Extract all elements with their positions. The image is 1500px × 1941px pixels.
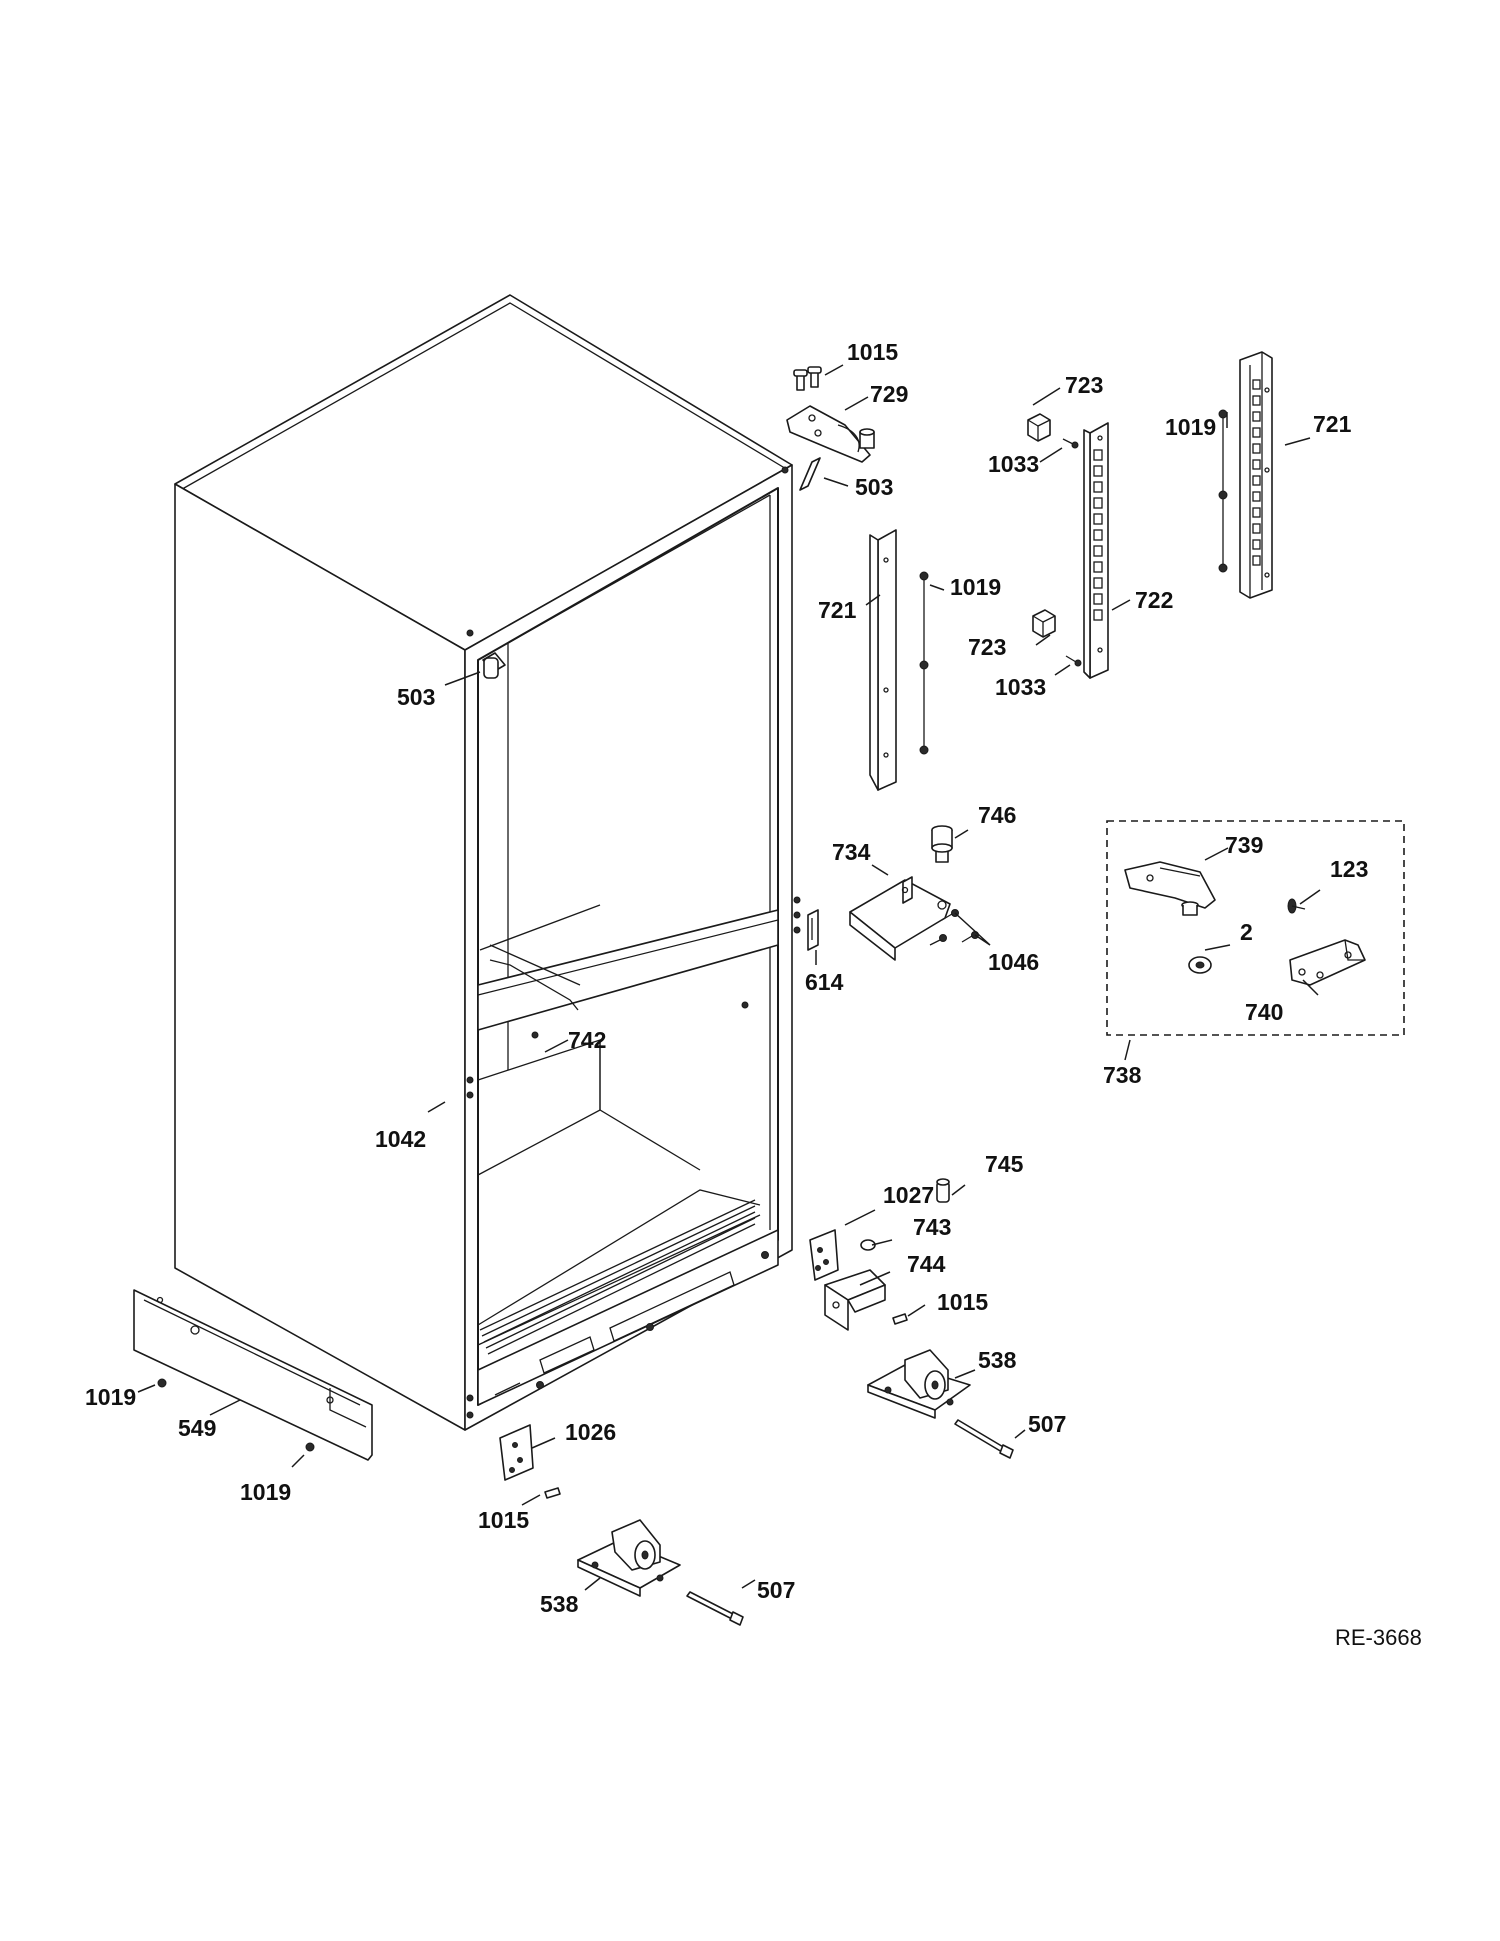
bracket-614 bbox=[807, 909, 819, 951]
bolt-507-right bbox=[954, 1419, 1014, 1459]
bracket-1026 bbox=[499, 1424, 534, 1481]
rail-722 bbox=[1083, 422, 1109, 679]
label-742: 742 bbox=[568, 1027, 606, 1053]
label-1015-mid: 1015 bbox=[937, 1289, 988, 1315]
roller-538-bottom bbox=[577, 1519, 681, 1597]
hinge-739 bbox=[1124, 861, 1216, 916]
center-hinge-734 bbox=[849, 876, 951, 961]
label-503-top: 503 bbox=[855, 474, 893, 500]
label-507-bottom: 507 bbox=[757, 1577, 795, 1603]
label-745: 745 bbox=[985, 1151, 1024, 1177]
label-722: 722 bbox=[1135, 587, 1173, 613]
label-1015-top: 1015 bbox=[847, 339, 898, 365]
label-740: 740 bbox=[1245, 999, 1283, 1025]
kit-738-box bbox=[1106, 820, 1405, 1036]
label-1019-mid: 1019 bbox=[950, 574, 1001, 600]
shelf-clip-723-mid bbox=[1032, 609, 1056, 638]
hinge-740 bbox=[1289, 939, 1366, 986]
rail-721-mid bbox=[869, 529, 929, 791]
label-1046: 1046 bbox=[988, 949, 1039, 975]
label-746: 746 bbox=[978, 802, 1016, 828]
label-744: 744 bbox=[907, 1251, 946, 1277]
screw-1033-mid bbox=[1065, 655, 1082, 667]
label-507-right: 507 bbox=[1028, 1411, 1066, 1437]
washer-2 bbox=[1188, 956, 1212, 974]
hinge-pin-745 bbox=[936, 1178, 950, 1203]
hinge-pin-746 bbox=[931, 825, 953, 863]
shelf-clip-723-top bbox=[1027, 413, 1051, 442]
label-1033-mid: 1033 bbox=[995, 674, 1046, 700]
label-723-mid: 723 bbox=[968, 634, 1006, 660]
label-721-mid: 721 bbox=[818, 597, 857, 623]
label-503-left: 503 bbox=[397, 684, 435, 710]
label-1026: 1026 bbox=[565, 1419, 616, 1445]
label-549: 549 bbox=[178, 1415, 216, 1441]
leader-lines bbox=[137, 364, 1321, 1591]
part-labels: 1015 729 503 723 1033 1019 721 721 1019 … bbox=[85, 339, 1422, 1650]
top-hinge-729 bbox=[786, 405, 875, 463]
screws-1015-top bbox=[793, 366, 822, 391]
label-614: 614 bbox=[805, 969, 844, 995]
label-723-top: 723 bbox=[1065, 372, 1103, 398]
label-1042: 1042 bbox=[375, 1126, 426, 1152]
label-1027: 1027 bbox=[883, 1182, 934, 1208]
label-2: 2 bbox=[1240, 919, 1253, 945]
freezer-floor-grille bbox=[479, 1199, 756, 1355]
label-1015-bottom: 1015 bbox=[478, 1507, 529, 1533]
label-1019-right: 1019 bbox=[1165, 414, 1216, 440]
label-739: 739 bbox=[1225, 832, 1263, 858]
rail-721-right bbox=[1218, 351, 1273, 599]
label-729: 729 bbox=[870, 381, 908, 407]
label-123: 123 bbox=[1330, 856, 1368, 882]
hinge-pin-503-top bbox=[799, 457, 821, 491]
screw-1015-mid bbox=[892, 1313, 908, 1325]
label-538-bottom: 538 bbox=[540, 1591, 579, 1617]
label-743: 743 bbox=[913, 1214, 951, 1240]
label-721-right: 721 bbox=[1313, 411, 1352, 437]
drawing-id: RE-3668 bbox=[1335, 1625, 1422, 1650]
roller-538-right bbox=[867, 1349, 971, 1419]
screw-1033-top bbox=[1062, 438, 1079, 449]
hinge-bracket-744 bbox=[824, 1269, 886, 1331]
label-738: 738 bbox=[1103, 1062, 1142, 1088]
bolt-507-bottom bbox=[686, 1591, 744, 1626]
bracket-1027 bbox=[809, 1229, 839, 1281]
base-grille-549 bbox=[133, 1289, 373, 1461]
screw-1015-bottom bbox=[544, 1487, 561, 1499]
label-734: 734 bbox=[832, 839, 871, 865]
refrigerator-cabinet bbox=[174, 294, 801, 1431]
label-1019-left: 1019 bbox=[85, 1384, 136, 1410]
screw-123 bbox=[1287, 898, 1306, 914]
label-1019-bottom: 1019 bbox=[240, 1479, 291, 1505]
label-1033-top: 1033 bbox=[988, 451, 1039, 477]
label-538-right: 538 bbox=[978, 1347, 1017, 1373]
